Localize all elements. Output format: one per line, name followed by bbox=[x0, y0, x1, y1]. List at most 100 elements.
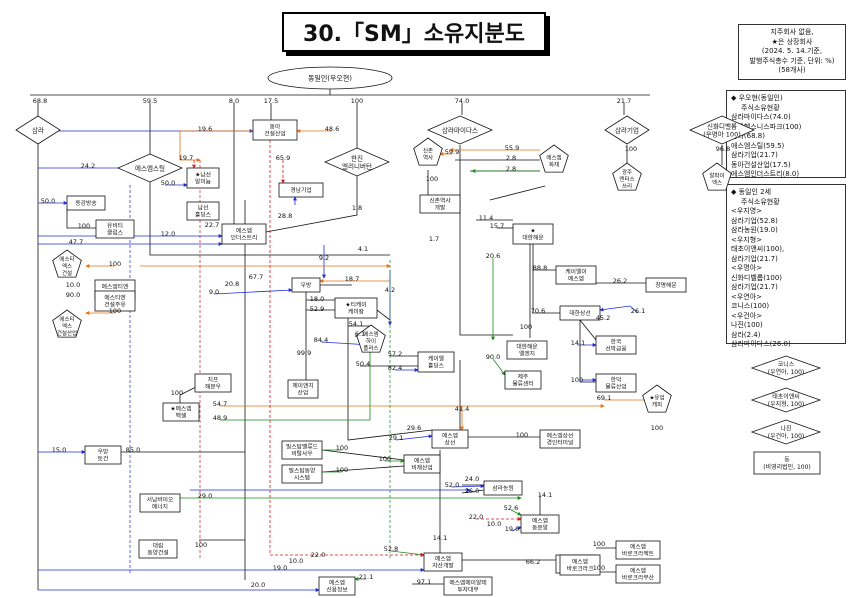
company-box: 에스엠인더스트리 bbox=[221, 223, 267, 245]
svg-text:쓰리: 쓰리 bbox=[622, 182, 632, 190]
company-label: 삼라농원 bbox=[492, 484, 513, 492]
svg-text:벡셀: 벡셀 bbox=[176, 412, 187, 420]
share-percent: 100 bbox=[195, 541, 207, 549]
owner-label: 동일인(우오현) bbox=[308, 73, 352, 82]
info-line: 삼라기업(21.7) bbox=[731, 283, 778, 291]
svg-text:(우건아, 100): (우건아, 100) bbox=[768, 432, 805, 440]
svg-text:에스엠: 에스엠 bbox=[630, 542, 646, 550]
company-diamond: 삼라 bbox=[15, 115, 61, 145]
company-box: 에스엠상선 bbox=[431, 429, 469, 449]
svg-text:경인터미널: 경인터미널 bbox=[547, 439, 574, 447]
share-percent: 67.7 bbox=[249, 273, 263, 281]
svg-text:역사: 역사 bbox=[423, 153, 433, 161]
owner-oval: 동일인(우오현) bbox=[267, 66, 393, 90]
share-percent: 100 bbox=[336, 444, 348, 452]
share-percent: 100 bbox=[593, 540, 605, 548]
share-percent: 9.2 bbox=[319, 254, 329, 262]
share-percent: 29.0 bbox=[198, 492, 212, 500]
svg-text:엘엔지: 엘엔지 bbox=[519, 350, 535, 358]
share-percent: 50.0 bbox=[41, 197, 55, 205]
share-percent: 100 bbox=[78, 222, 90, 230]
svg-text:케이엘이: 케이엘이 bbox=[565, 267, 586, 275]
company-pentagon: 신촌역사 bbox=[413, 137, 443, 166]
svg-text:알미늄: 알미늄 bbox=[195, 178, 212, 186]
svg-text:빌스탑동양: 빌스탑동양 bbox=[289, 466, 316, 474]
share-percent: 22.7 bbox=[205, 221, 219, 229]
svg-text:제주: 제주 bbox=[518, 372, 529, 380]
company-box: 대한상선 bbox=[559, 305, 601, 321]
info-line: 에스엠인더스트리(8.0) bbox=[731, 170, 800, 178]
info-line: 삼라기업(21.7) bbox=[731, 254, 778, 263]
svg-text:자산개발: 자산개발 bbox=[432, 562, 454, 570]
company-label: 삼라마이다스 bbox=[442, 125, 478, 134]
svg-text:클럽스: 클럽스 bbox=[107, 229, 124, 237]
share-percent: 15.7 bbox=[490, 222, 504, 230]
svg-text:동아: 동아 bbox=[270, 122, 281, 130]
info-line: <우지형> bbox=[731, 235, 763, 244]
share-percent: 10.0 bbox=[289, 557, 303, 565]
share-percent: 4.2 bbox=[385, 286, 395, 294]
share-percent: 14.1 bbox=[538, 491, 552, 499]
svg-text:에스엠티엔: 에스엠티엔 bbox=[102, 282, 129, 290]
svg-text:★: ★ bbox=[530, 227, 535, 234]
relative-entity-diamond: 태초이앤씨(우지형, 100) bbox=[750, 387, 822, 413]
ownership-link bbox=[459, 145, 513, 336]
share-percent: 96.8 bbox=[716, 145, 730, 153]
share-percent: 50.4 bbox=[356, 360, 370, 368]
company-label: ★대한해운 bbox=[522, 227, 544, 241]
svg-text:태초이앤씨: 태초이앤씨 bbox=[772, 392, 800, 400]
svg-text:(비영리법인, 100): (비영리법인, 100) bbox=[763, 463, 811, 471]
svg-text:에스엠: 에스엠 bbox=[568, 275, 584, 283]
share-percent: 66.2 bbox=[526, 558, 540, 566]
share-percent: 100 bbox=[336, 466, 348, 474]
svg-text:바로크라부산: 바로크라부산 bbox=[622, 574, 655, 582]
svg-text:엔터스: 엔터스 bbox=[619, 175, 634, 183]
ownership-link bbox=[265, 176, 358, 233]
svg-text:에스엠: 에스엠 bbox=[546, 153, 561, 161]
share-percent: 52.8 bbox=[384, 545, 398, 553]
share-percent: 15.0 bbox=[52, 446, 66, 454]
share-percent: 6.1 bbox=[355, 330, 365, 338]
share-percent: 70.6 bbox=[531, 307, 545, 315]
svg-text:남선: 남선 bbox=[198, 203, 209, 211]
company-label: 우방 bbox=[301, 281, 312, 289]
svg-text:개발: 개발 bbox=[435, 204, 446, 212]
share-percent: 22.0 bbox=[469, 513, 483, 521]
nonprofit-label: 동(비영리법인, 100) bbox=[763, 456, 811, 471]
svg-text:케미칼: 케미칼 bbox=[348, 308, 365, 316]
ownership-link bbox=[149, 168, 390, 256]
share-percent: 100 bbox=[520, 323, 532, 331]
share-percent: 47.7 bbox=[69, 238, 83, 246]
svg-text:나진: 나진 bbox=[780, 424, 791, 432]
info-line: 삼라기업(21.7) bbox=[731, 151, 778, 159]
info-line: 주식소유현황 bbox=[741, 103, 780, 112]
share-percent: 2.8 bbox=[506, 165, 516, 173]
company-label: 삼라기업 bbox=[615, 125, 639, 134]
info-line: 코니스(100) bbox=[731, 302, 770, 310]
relative-info-panel: ◆ 동일인 2세 주식소유현황 <우지영> 삼라기업(52.8) 삼라농원(19… bbox=[726, 184, 846, 348]
svg-text:빌스탑밸류드: 빌스탑밸류드 bbox=[286, 442, 319, 450]
svg-text:홀딩스: 홀딩스 bbox=[428, 362, 445, 370]
share-percent: 57.2 bbox=[388, 350, 402, 358]
